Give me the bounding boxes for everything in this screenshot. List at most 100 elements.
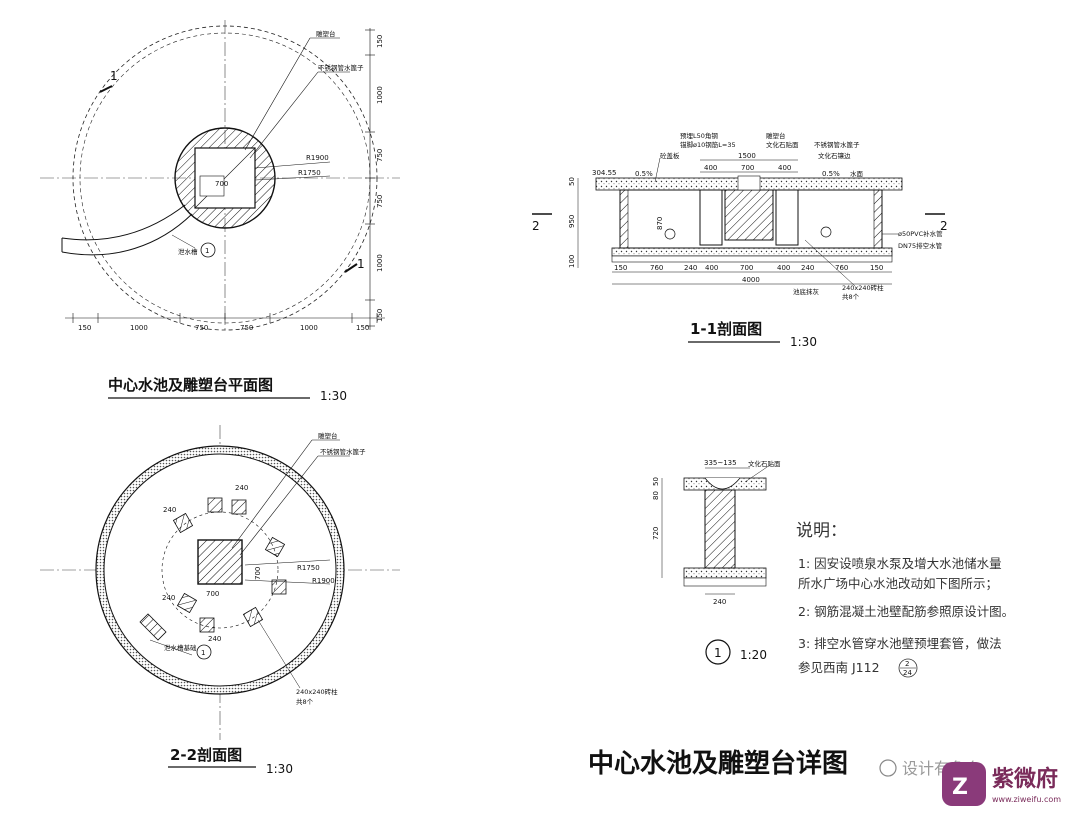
section-1-1: 400 700 400 1500 304.55 0.5% 0.5% 砼盖板 预埋…: [532, 131, 948, 349]
plan-section-mark-bottom: 1: [357, 257, 365, 271]
brand-logo: [942, 762, 986, 806]
s11-dim-b6: 240: [801, 264, 814, 272]
s22-scale: 1:30: [266, 762, 293, 776]
s11-slope-left: 0.5%: [635, 170, 653, 178]
d1-dim-left-0: 50: [652, 477, 660, 486]
s11-dim-30455: 304.55: [592, 169, 617, 177]
plan-dim-r4: 1000: [376, 254, 384, 272]
plan-label-drain: 泄水槽: [178, 247, 198, 256]
d1-dim-left-1: 80: [652, 491, 660, 500]
s22-dim-700: 700: [206, 590, 219, 598]
s11-scale: 1:30: [790, 335, 817, 349]
s11-dim-b8: 150: [870, 264, 883, 272]
plan-bottom-ticks: [72, 313, 378, 323]
s22-label-screen: 不锈钢管水篦子: [320, 447, 366, 456]
s11-title: 1-1剖面图: [690, 320, 762, 338]
s11-mark-left: 2: [532, 219, 540, 233]
notes-heading: 说明：: [796, 521, 847, 541]
s22-label-statue: 雕塑台: [318, 431, 338, 440]
s22-dim-240-d: 240: [208, 635, 221, 643]
notes-line-0: 1: 因安设喷泉水泵及增大水池储水量: [798, 556, 1002, 571]
d1-top-dim: 335~135: [704, 459, 737, 467]
s11-label-pvc: ø50PVC补水管: [898, 229, 943, 238]
notes-badge-top: 2: [905, 660, 909, 668]
s22-radius-outer: R1900: [312, 577, 335, 585]
d1-scale: 1:20: [740, 648, 767, 662]
s11-label-statue: 雕塑台: [766, 131, 786, 140]
s11-dim-b1: 760: [650, 264, 663, 272]
s11-dim-870: 870: [656, 217, 664, 230]
s11-label-count: 共8个: [842, 292, 860, 301]
plan-label-screen: 不锈钢管水篦子: [318, 63, 364, 72]
section-2-2: 雕塑台 不锈钢管水篦子 R1750 R1900 700 700 240 240 …: [40, 425, 400, 776]
plan-dim-b4: 1000: [300, 324, 318, 332]
s22-radius-inner: R1750: [297, 564, 320, 572]
plan-radius-inner: R1750: [298, 169, 321, 177]
s11-dim-left-2: 100: [568, 255, 576, 268]
s11-dim-1500: 1500: [738, 152, 756, 160]
svg-text:Z: Z: [952, 775, 968, 800]
s11-dim-left-1: 950: [568, 215, 576, 228]
plan-dim-700: 700: [215, 180, 228, 188]
notes-line-4: 参见西南 J112: [798, 660, 880, 675]
plan-radius-outer: R1900: [306, 154, 329, 162]
notes-badge-bottom: 24: [903, 669, 912, 677]
plan-dim-b0: 150: [78, 324, 91, 332]
plan-dim-b2: 750: [195, 324, 208, 332]
plan-dim-b5: 150: [356, 324, 369, 332]
s11-label-base: 池底抹灰: [793, 287, 820, 296]
s11-mark-right: 2: [940, 219, 948, 233]
svg-text:1: 1: [201, 649, 205, 657]
s11-dim-top-0: 400: [704, 164, 717, 172]
s11-label-edge: 文化石镶边: [818, 151, 851, 160]
d1-mark-circle: [705, 639, 731, 665]
s11-label-cover: 砼盖板: [660, 151, 680, 160]
s22-label-count: 共8个: [296, 697, 314, 706]
s11-label-bolt: 锚脚ø10钢筋L=35: [680, 140, 736, 149]
detail-1: 335~135 文化石贴面 50 80 720 240 1 1:20: [652, 459, 781, 665]
s11-label-dn75: DN75排空水管: [898, 241, 943, 250]
s11-label-screen: 不锈钢管水篦子: [814, 140, 860, 149]
s11-dim-b2: 240: [684, 264, 697, 272]
notes-line-2: 2: 钢筋混凝土池壁配筋参照原设计图。: [798, 604, 1014, 619]
brand-name: 紫微府: [992, 766, 1058, 792]
s22-dim-240-a: 240: [235, 484, 248, 492]
plan-detail-marker: [200, 242, 216, 258]
plan-dim-r2: 750: [376, 149, 384, 162]
s11-dim-total: 4000: [742, 276, 760, 284]
s11-dim-b7: 760: [835, 264, 848, 272]
s11-label-water: 水面: [850, 169, 864, 178]
plan-dim-r3: 750: [376, 195, 384, 208]
s22-label-drain: 泄水槽基础: [164, 643, 197, 652]
s11-dim-left-0: 50: [568, 177, 576, 186]
d1-dim-left-2: 720: [652, 527, 660, 540]
notes: 说明： 1: 因安设喷泉水泵及增大水池储水量 所水广场中心水池改动如下图所示； …: [796, 521, 1014, 678]
brick-columns: [172, 497, 287, 633]
s11-label-column: 240x240砖柱: [842, 283, 884, 292]
notes-line-3: 3: 排空水管穿水池壁预埋套管，做法: [798, 636, 1002, 651]
s22-dim-240-c: 240: [162, 594, 175, 602]
d1-label-stone: 文化石贴面: [748, 459, 781, 468]
plan-right-ticks: [365, 29, 375, 327]
s22-label-column: 240x240砖柱: [296, 687, 338, 696]
plan-label-statue: 雕塑台: [316, 29, 336, 38]
plan-dim-r5: 150: [376, 309, 384, 322]
plan-dim-b1: 1000: [130, 324, 148, 332]
s11-dim-top-2: 400: [778, 164, 791, 172]
plan-dim-b3: 750: [240, 324, 253, 332]
s11-dim-b3: 400: [705, 264, 718, 272]
s22-dim-700-v: 700: [254, 567, 262, 580]
s11-label-stone: 文化石贴面: [766, 140, 799, 149]
notes-badge: [898, 658, 918, 678]
statue-block: [197, 539, 243, 585]
s11-dim-top-1: 700: [741, 164, 754, 172]
s11-label-steel: 预埋L50角钢: [680, 131, 718, 140]
s11-dim-b5: 400: [777, 264, 790, 272]
watermark: 设计有象台 Z 紫微府 www.ziweifu.com: [879, 759, 1061, 806]
wechat-icon: [879, 759, 897, 777]
plan-title: 中心水池及雕塑台平面图: [108, 376, 273, 394]
plan-view: 雕塑台 不锈钢管水篦子 R1900 R1750 700 1 1 泄水槽 1 15…: [40, 20, 400, 403]
main-title: 中心水池及雕塑台详图: [588, 748, 848, 779]
notes-line-1: 所水广场中心水池改动如下图所示；: [798, 576, 998, 591]
